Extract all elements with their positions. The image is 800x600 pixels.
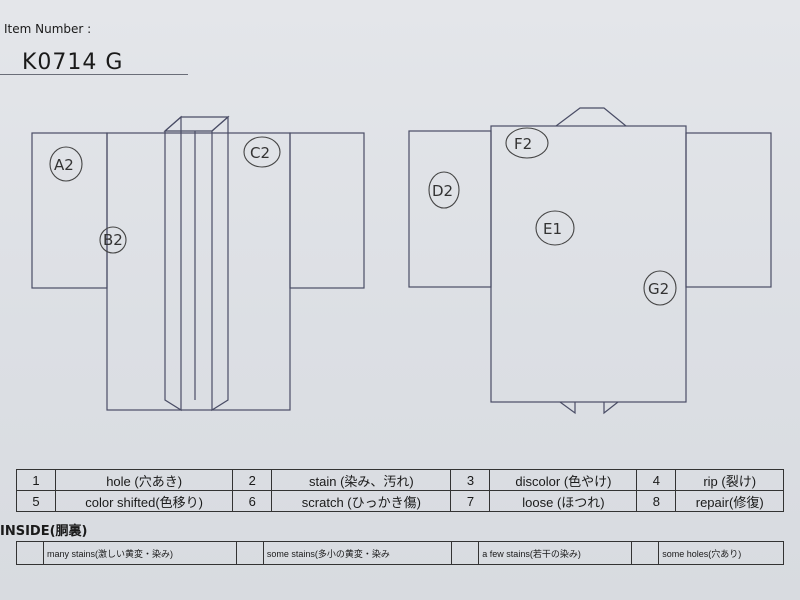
legend-number: 1 [16,469,56,491]
legend-number: 3 [450,469,491,491]
legend-label: discolor (色やけ) [489,469,638,491]
mark-d2-text: D2 [432,182,453,200]
legend-label: hole (穴あき) [54,469,234,491]
mark-g2-text: G2 [648,280,669,298]
mark-a2: A2 [49,146,83,182]
legend-number: 4 [636,469,677,491]
mark-c2-text: C2 [250,144,270,162]
mark-g2: G2 [643,270,677,306]
defect-legend-row: 5 color shifted(色移り) 6 scratch (ひっかき傷) 7… [16,490,784,512]
defect-legend-row: 1 hole (穴あき) 2 stain (染み、汚れ) 3 discolor … [16,469,784,491]
inside-option: a few stains(若干の染み) [478,541,633,565]
inside-section-label: INSIDE(胴裏) [0,524,88,539]
checkbox-cell[interactable] [451,541,480,565]
legend-label: stain (染み、汚れ) [271,469,452,491]
mark-e1-text: E1 [543,220,562,238]
back-view-outline [408,107,772,415]
inside-option: some holes(穴あり) [658,541,784,565]
checkbox-cell[interactable] [631,541,660,565]
legend-label: loose (ほつれ) [489,490,638,512]
mark-f2: F2 [505,127,549,159]
mark-b2: B2 [99,226,127,254]
legend-number: 6 [232,490,273,512]
mark-b2-text: B2 [103,231,123,249]
front-view-outline [31,115,365,412]
legend-label: repair(修復) [675,490,784,512]
checkbox-cell[interactable] [16,541,44,565]
garment-diagram: A2 B2 C2 D2 F2 E1 G2 [31,107,772,415]
mark-f2-text: F2 [514,135,532,153]
legend-number: 7 [450,490,491,512]
legend-label: scratch (ひっかき傷) [271,490,452,512]
legend-number: 5 [16,490,56,512]
mark-d2: D2 [428,171,460,209]
inside-condition-table: many stains(激しい黄変・染み) some stains(多小の黄変・… [16,541,784,565]
item-number-label: Item Number : [4,22,92,36]
legend-number: 2 [232,469,273,491]
inside-condition-row: many stains(激しい黄変・染み) some stains(多小の黄変・… [16,541,784,565]
mark-a2-text: A2 [54,156,74,174]
legend-label: color shifted(色移り) [54,490,234,512]
mark-c2: C2 [243,136,281,168]
checkbox-cell[interactable] [235,541,264,565]
inside-option: many stains(激しい黄変・染み) [43,541,237,565]
item-number-underline [0,74,188,75]
legend-number: 8 [636,490,677,512]
inside-option: some stains(多小の黄変・染み [262,541,453,565]
mark-e1: E1 [535,210,575,246]
defect-legend-table: 1 hole (穴あき) 2 stain (染み、汚れ) 3 discolor … [16,469,784,512]
legend-label: rip (裂け) [675,469,784,491]
item-number-value: K0714 G [22,50,124,75]
